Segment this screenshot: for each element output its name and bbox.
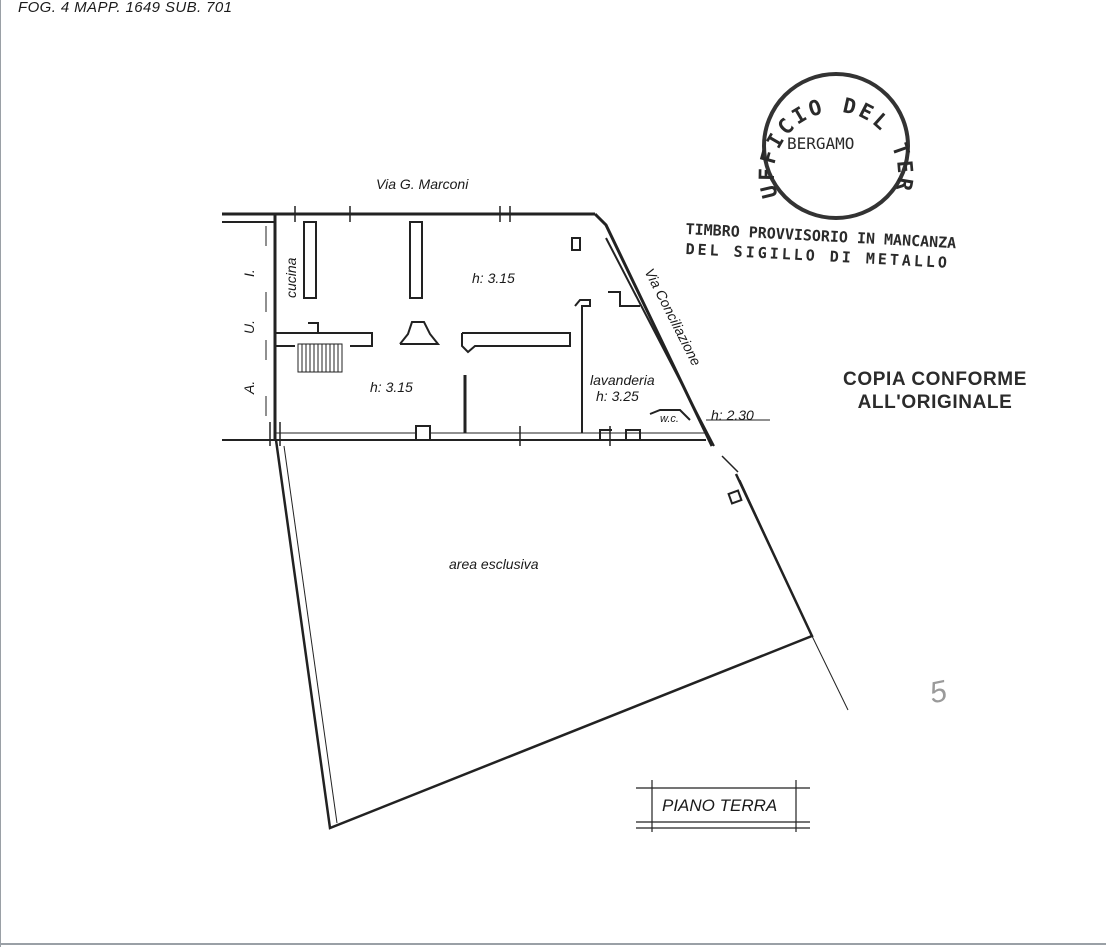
west-letter-i: I. [241, 269, 257, 277]
cadastral-reference: FOG. 4 MAPP. 1649 SUB. 701 [18, 0, 233, 16]
room-label-wc: w.c. [660, 413, 679, 425]
title-block-frame [636, 780, 810, 832]
seal-circle [762, 72, 910, 220]
copy-stamp-line2: ALL'ORIGINALE [857, 392, 1013, 413]
area-label-exclusive: area esclusiva [449, 556, 539, 572]
west-letter-u: U. [241, 320, 257, 334]
room-height-main: h: 3.15 [472, 270, 515, 286]
seal-city: BERGAMO [787, 134, 855, 153]
west-letter-a: A. [241, 380, 257, 394]
title-block-floor: PIANO TERRA [662, 796, 778, 815]
copy-conform-stamp: COPIA CONFORME ALL'ORIGINALE [843, 368, 1027, 414]
room-height-wc: h: 2.30 [711, 407, 754, 423]
exclusive-area-boundary [274, 439, 814, 830]
street-label-north: Via G. Marconi [376, 176, 469, 192]
room-label-cucina: cucina [283, 257, 299, 298]
copy-stamp-line1: COPIA CONFORME [843, 369, 1027, 390]
room-height-lavanderia: h: 3.25 [596, 388, 639, 404]
room-label-lavanderia: lavanderia [590, 372, 655, 388]
room-height-lower: h: 3.15 [370, 379, 413, 395]
